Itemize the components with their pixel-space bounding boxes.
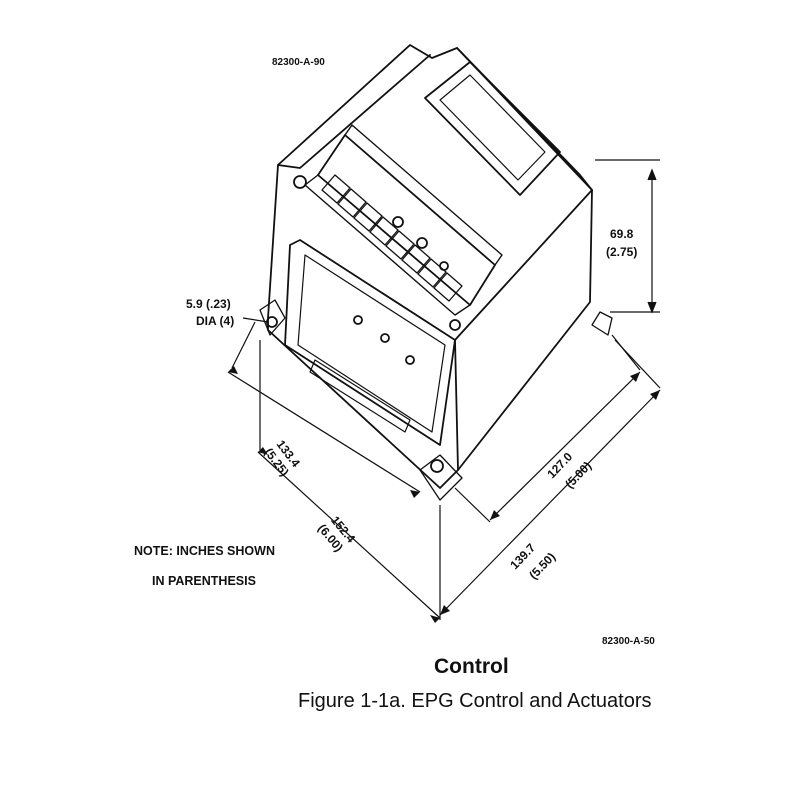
- hole-size-label: 5.9 (.23): [186, 297, 231, 311]
- dim-d-line: [439, 389, 661, 616]
- display-window-inner: [439, 74, 546, 181]
- dim-b-line: [257, 451, 441, 619]
- right-face-top-edge: [454, 189, 593, 341]
- pot-2: [416, 237, 428, 249]
- front-panel-slot: [309, 359, 411, 433]
- dim-a-line: [227, 371, 421, 493]
- dim-c-line: [489, 371, 641, 521]
- terminal-strip-back: [344, 124, 503, 266]
- pot-1: [392, 216, 404, 228]
- foot-front: [419, 454, 463, 501]
- terminal-screws: [321, 174, 463, 302]
- terminal-strip-front: [304, 174, 471, 316]
- figure-subtitle: Control: [434, 655, 509, 678]
- hole-count-label: DIA (4): [196, 314, 235, 328]
- front-panel-inner: [297, 254, 446, 433]
- front-panel-outer: [284, 239, 456, 446]
- note-line-1: NOTE: INCHES SHOWN: [134, 544, 275, 558]
- pot-3: [439, 261, 449, 271]
- display-window: [424, 61, 561, 196]
- indicator-3: [405, 355, 415, 365]
- mount-hole-right: [449, 319, 461, 331]
- foot-left: [259, 299, 286, 336]
- drawing-ref-bottom: 82300-A-50: [602, 636, 655, 647]
- mount-hole-left-back: [293, 175, 307, 189]
- housing-outline: [267, 44, 593, 489]
- housing-top-edge: [277, 54, 431, 169]
- height-dimension-mm: 69.8: [610, 227, 634, 241]
- front-corner-edge: [454, 339, 459, 471]
- note-line-2: IN PARENTHESIS: [152, 574, 256, 588]
- indicator-2: [380, 333, 390, 343]
- mount-hole-front: [430, 459, 444, 473]
- height-dimension-in: (2.75): [606, 245, 638, 259]
- indicator-1: [353, 315, 363, 325]
- figure-caption: Figure 1-1a. EPG Control and Actuators: [298, 690, 652, 712]
- drawing-ref-top: 82300-A-90: [272, 57, 325, 68]
- hole-leader: [242, 317, 269, 323]
- foot-right: [591, 311, 613, 336]
